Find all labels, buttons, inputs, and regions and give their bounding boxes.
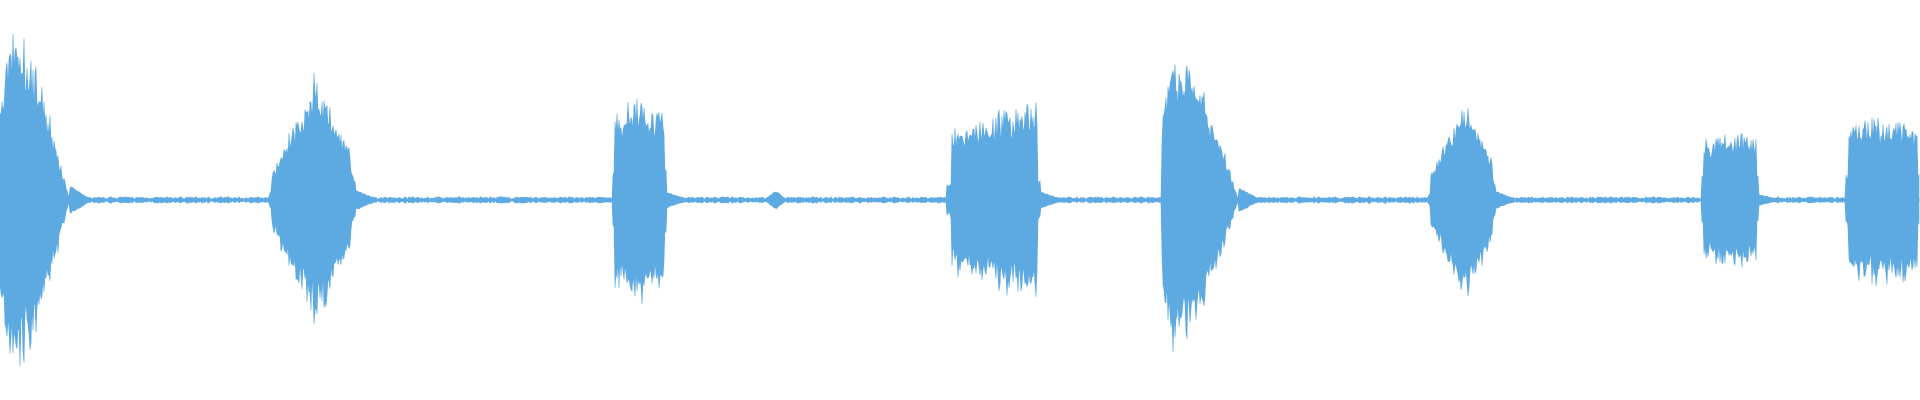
waveform-canvas [0,33,1920,367]
